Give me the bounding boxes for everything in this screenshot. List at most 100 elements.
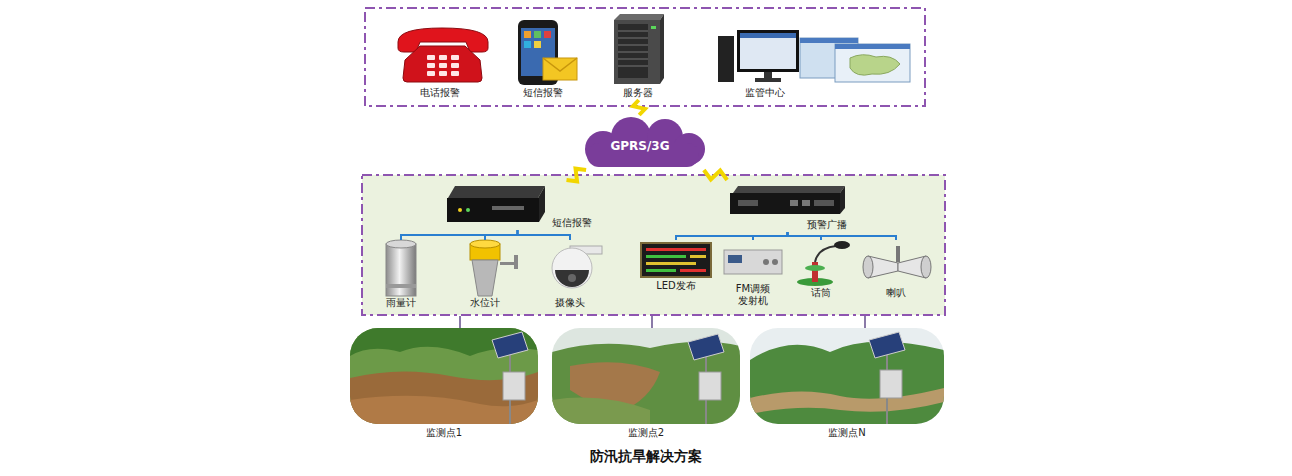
rain-gauge-icon bbox=[386, 244, 416, 296]
broadcast-box bbox=[738, 200, 758, 206]
site-photo bbox=[552, 328, 740, 424]
loudspeaker: 喇叭 bbox=[858, 240, 934, 300]
sms-alarm-box bbox=[538, 186, 545, 222]
device-label: 监测点2 bbox=[628, 427, 664, 439]
smartphone-icon bbox=[543, 58, 577, 80]
server: 服务器 bbox=[600, 15, 675, 100]
monitor-icon bbox=[835, 44, 910, 49]
broadcast-box bbox=[730, 186, 845, 214]
site-photo bbox=[492, 332, 528, 358]
site-wire bbox=[459, 316, 461, 330]
phone-icon bbox=[451, 55, 459, 60]
led-screen-icon bbox=[641, 243, 711, 277]
led-screen-icon bbox=[641, 243, 711, 277]
server-icon bbox=[614, 14, 664, 20]
monitor-center: 监管中心 bbox=[712, 22, 917, 100]
sms-alarm-box bbox=[458, 208, 462, 212]
device-label: 短信报警 bbox=[523, 87, 563, 99]
sms-alarm-box bbox=[448, 186, 545, 198]
site-wire bbox=[460, 316, 865, 330]
server-icon bbox=[618, 66, 648, 67]
site-photo bbox=[750, 328, 944, 424]
broadcast-box bbox=[802, 200, 810, 206]
broadcast-box bbox=[790, 200, 798, 206]
broadcast-device: 预警广播 bbox=[725, 180, 850, 232]
led-screen-icon bbox=[680, 269, 706, 272]
broadcast-box bbox=[733, 186, 845, 193]
rain-gauge: 雨量计 bbox=[372, 240, 430, 310]
sms-alarm-box bbox=[492, 206, 524, 210]
device-label: 水位计 bbox=[470, 297, 500, 309]
site-photo bbox=[350, 328, 538, 424]
phone-icon bbox=[403, 46, 482, 82]
monitoring-point: 监测点1 bbox=[348, 326, 540, 440]
smartphone-icon bbox=[534, 41, 541, 48]
water-level-icon bbox=[514, 255, 518, 269]
sms-alarm-box bbox=[466, 208, 470, 212]
site-photo bbox=[699, 372, 721, 400]
site-photo bbox=[880, 370, 902, 398]
monitor-icon bbox=[764, 72, 772, 78]
server-icon bbox=[614, 14, 664, 84]
device-label: 雨量计 bbox=[386, 297, 416, 309]
device-label: FM调频 发射机 bbox=[731, 283, 775, 307]
phone-alarm: 电话报警 bbox=[390, 20, 490, 100]
server-icon bbox=[618, 24, 648, 78]
monitor-icon bbox=[737, 30, 799, 72]
rain-gauge-icon bbox=[386, 240, 416, 296]
server-icon bbox=[614, 20, 660, 84]
wire-link bbox=[485, 230, 518, 240]
wire-link bbox=[753, 232, 788, 240]
monitor-icon bbox=[740, 33, 796, 38]
phone-icon bbox=[427, 55, 435, 60]
fm-transmitter-icon bbox=[724, 250, 782, 274]
cloud-shape bbox=[585, 117, 705, 167]
led-screen-icon bbox=[690, 255, 706, 258]
server-icon bbox=[618, 52, 648, 53]
camera-icon bbox=[552, 248, 592, 288]
monitor-icon bbox=[850, 55, 900, 75]
monitor-icon bbox=[740, 33, 796, 69]
phone-icon bbox=[439, 71, 447, 76]
monitor-icon bbox=[755, 78, 781, 82]
top-region bbox=[365, 8, 925, 106]
phone-icon bbox=[439, 55, 447, 60]
fm-transmitter-icon bbox=[724, 250, 782, 274]
site-photo bbox=[750, 328, 944, 424]
site-wire bbox=[864, 316, 866, 330]
wire-link bbox=[518, 230, 571, 240]
server-icon bbox=[618, 38, 648, 39]
smartphone-icon bbox=[544, 31, 551, 38]
microphone-icon bbox=[797, 241, 850, 286]
phone-icon bbox=[451, 63, 459, 68]
led-screen-icon bbox=[646, 269, 676, 272]
led-screen-icon bbox=[646, 255, 686, 258]
device-label: 监测点1 bbox=[426, 427, 462, 439]
fm-transmitter-icon bbox=[728, 255, 742, 263]
wireless-link bbox=[704, 170, 727, 180]
fm-transmitter-icon bbox=[772, 259, 778, 265]
server-icon bbox=[618, 59, 648, 60]
smartphone-icon bbox=[524, 41, 531, 48]
device-label: 话筒 bbox=[811, 287, 831, 299]
water-level-icon bbox=[500, 262, 516, 265]
server-icon bbox=[618, 45, 648, 46]
water-level-icon bbox=[472, 260, 498, 296]
smartphone-icon bbox=[543, 58, 577, 71]
phone-icon bbox=[398, 28, 488, 82]
fm-transmitter-icon bbox=[763, 259, 769, 265]
site-photo bbox=[750, 341, 944, 424]
camera-icon bbox=[555, 270, 589, 287]
wire-link bbox=[401, 230, 518, 240]
monitor-icon bbox=[718, 30, 910, 82]
phone-icon bbox=[439, 63, 447, 68]
rain-gauge-icon bbox=[386, 284, 416, 288]
led-display: LED发布 bbox=[636, 240, 716, 293]
device-label: LED发布 bbox=[656, 280, 696, 292]
device-label: 喇叭 bbox=[886, 287, 906, 299]
monitor-icon bbox=[800, 38, 858, 43]
wireless-link bbox=[567, 169, 587, 182]
network-cloud: GPRS/3G bbox=[565, 115, 715, 170]
